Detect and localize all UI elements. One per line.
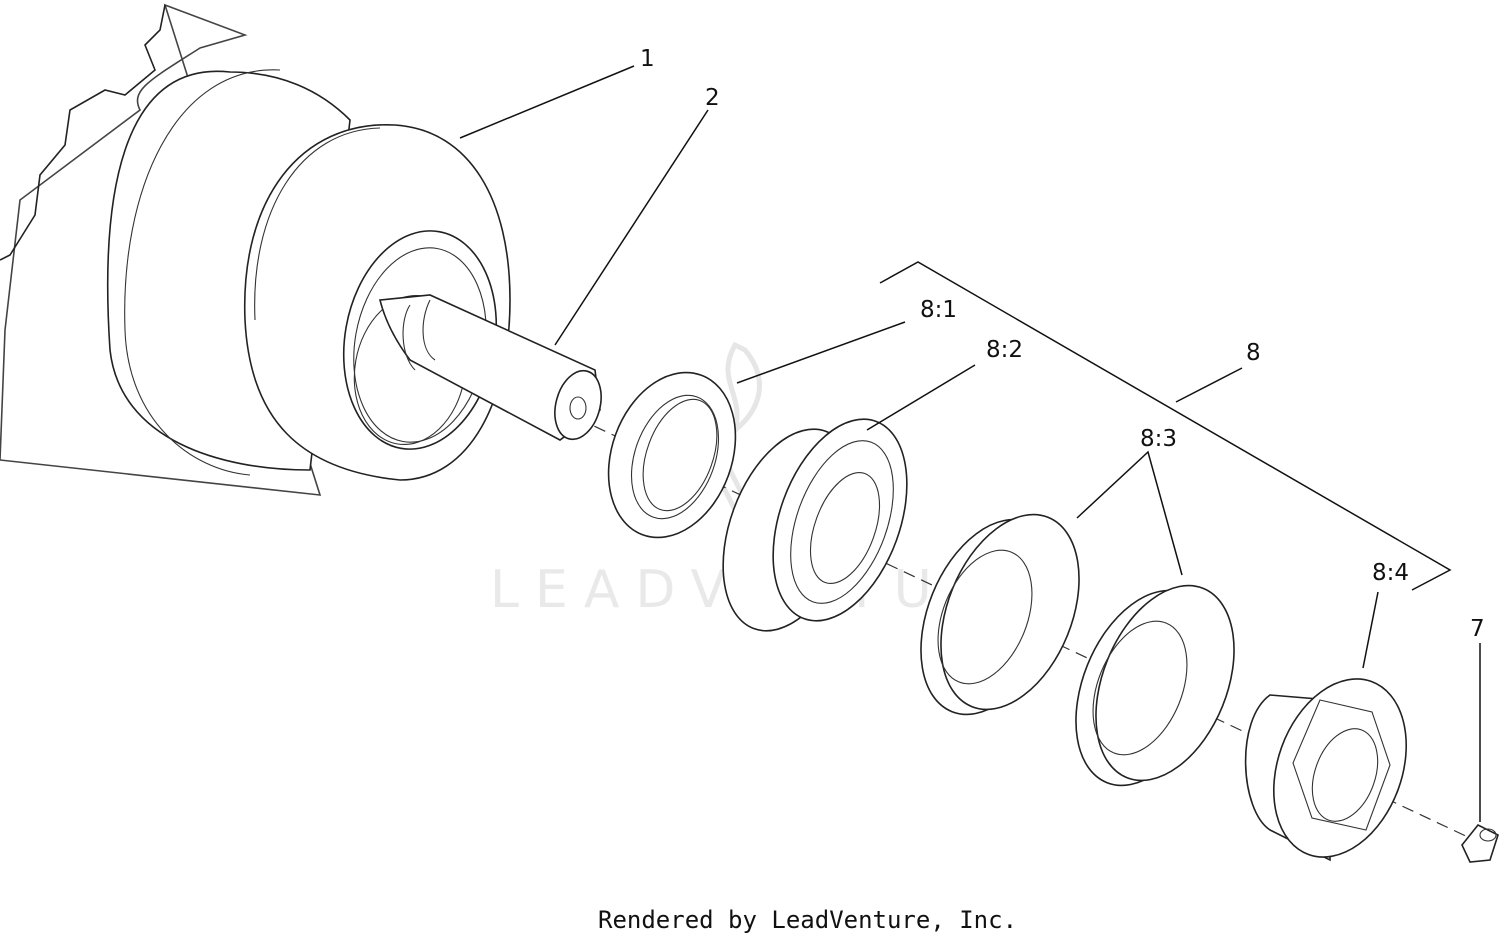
callout-2: 2	[705, 85, 720, 111]
callout-7: 7	[1470, 616, 1485, 642]
part-8-4-flange-nut	[1244, 678, 1408, 862]
callout-8-4: 8:4	[1372, 560, 1409, 586]
callout-8-1: 8:1	[920, 297, 957, 323]
leader-8-bracket	[1175, 367, 1243, 403]
part-8-1-seal	[607, 371, 737, 539]
leader-1	[459, 65, 635, 139]
leader-8-3	[1076, 450, 1183, 576]
part-8-2-bearing	[722, 418, 908, 632]
part-8-3-seal-b	[1075, 584, 1235, 787]
callout-8-2: 8:2	[986, 337, 1023, 363]
part-8-3-seal-a	[920, 513, 1080, 716]
render-credit: Rendered by LeadVenture, Inc.	[598, 906, 1017, 934]
leader-8-1	[736, 321, 906, 384]
part-2-shaft	[378, 294, 602, 441]
leader-2	[554, 109, 709, 346]
leader-8-2	[866, 364, 976, 431]
callout-8-3: 8:3	[1140, 426, 1177, 452]
part-1-wheel	[0, 3, 511, 496]
callout-8: 8	[1246, 340, 1261, 366]
leader-8-4	[1362, 591, 1379, 669]
part-7-set-screw	[1461, 823, 1499, 863]
bracket-8	[879, 261, 1452, 591]
callout-1: 1	[640, 46, 655, 72]
